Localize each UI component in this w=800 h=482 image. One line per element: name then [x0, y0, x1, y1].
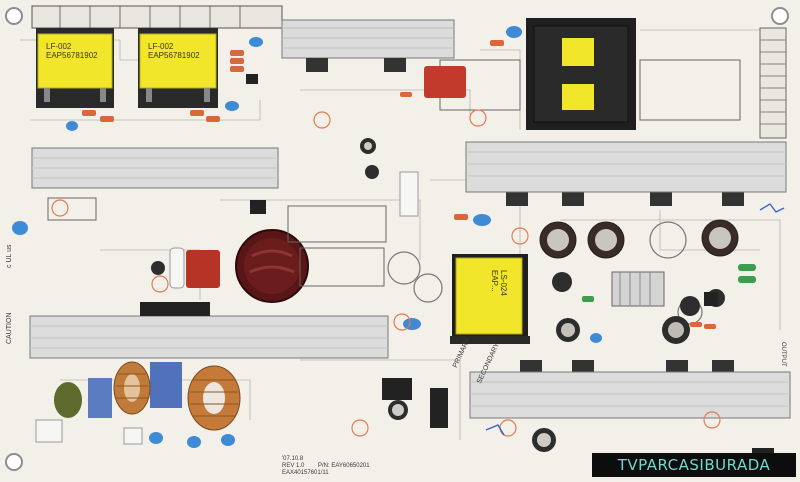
transformer-1-line-1: LF-002 — [46, 42, 72, 51]
caution-text: CAUTION — [6, 312, 13, 345]
output-label: OUTPUT — [780, 342, 786, 367]
eax-code: EAX40157601/11 — [282, 470, 329, 476]
transformer-left-2 — [138, 28, 218, 108]
transformer-1-line-2: EAP56781902 — [46, 51, 98, 60]
main-transformer-top — [526, 18, 636, 130]
small-heatsink — [611, 271, 665, 307]
transformer-main-line-1: LS-024 — [499, 270, 508, 296]
chokes — [113, 361, 241, 431]
watermark-banner: TVPARCASIBURADA — [592, 453, 796, 477]
main-transformer-center — [450, 254, 530, 344]
date-code: '07.10.8 — [282, 456, 304, 462]
rev-code: REV 1.0 — [282, 463, 305, 469]
electrolytic-caps — [151, 138, 739, 452]
heatsink-right-lower — [469, 371, 791, 419]
transformer-main-label: LS-024 EAP... — [490, 270, 508, 296]
film-capacitors — [186, 66, 466, 288]
transformer-2-line-1: LF-002 — [148, 42, 174, 51]
heatsink-top — [281, 19, 455, 59]
heatsink-right-upper — [465, 141, 787, 193]
mov-disc — [54, 382, 82, 418]
transformer-main-line-2: EAP... — [490, 270, 499, 292]
pen-marks — [51, 109, 721, 437]
transformer-2-line-2: EAP56781902 — [148, 51, 200, 60]
ceramic-caps — [12, 26, 602, 448]
transformer-2-label: LF-002 EAP56781902 — [148, 42, 200, 60]
transformer-1-label: LF-002 EAP56781902 — [46, 42, 98, 60]
transformer-left-1 — [36, 28, 114, 108]
watermark-text: TVPARCASIBURADA — [617, 456, 771, 474]
part-number: P/N: EAY60650201 — [318, 463, 370, 469]
heatsink-left-lower — [29, 315, 389, 359]
blue-components — [88, 362, 182, 418]
ul-mark: c UL us — [6, 244, 13, 268]
resistors — [82, 40, 716, 329]
bulk-capacitor — [235, 229, 309, 303]
